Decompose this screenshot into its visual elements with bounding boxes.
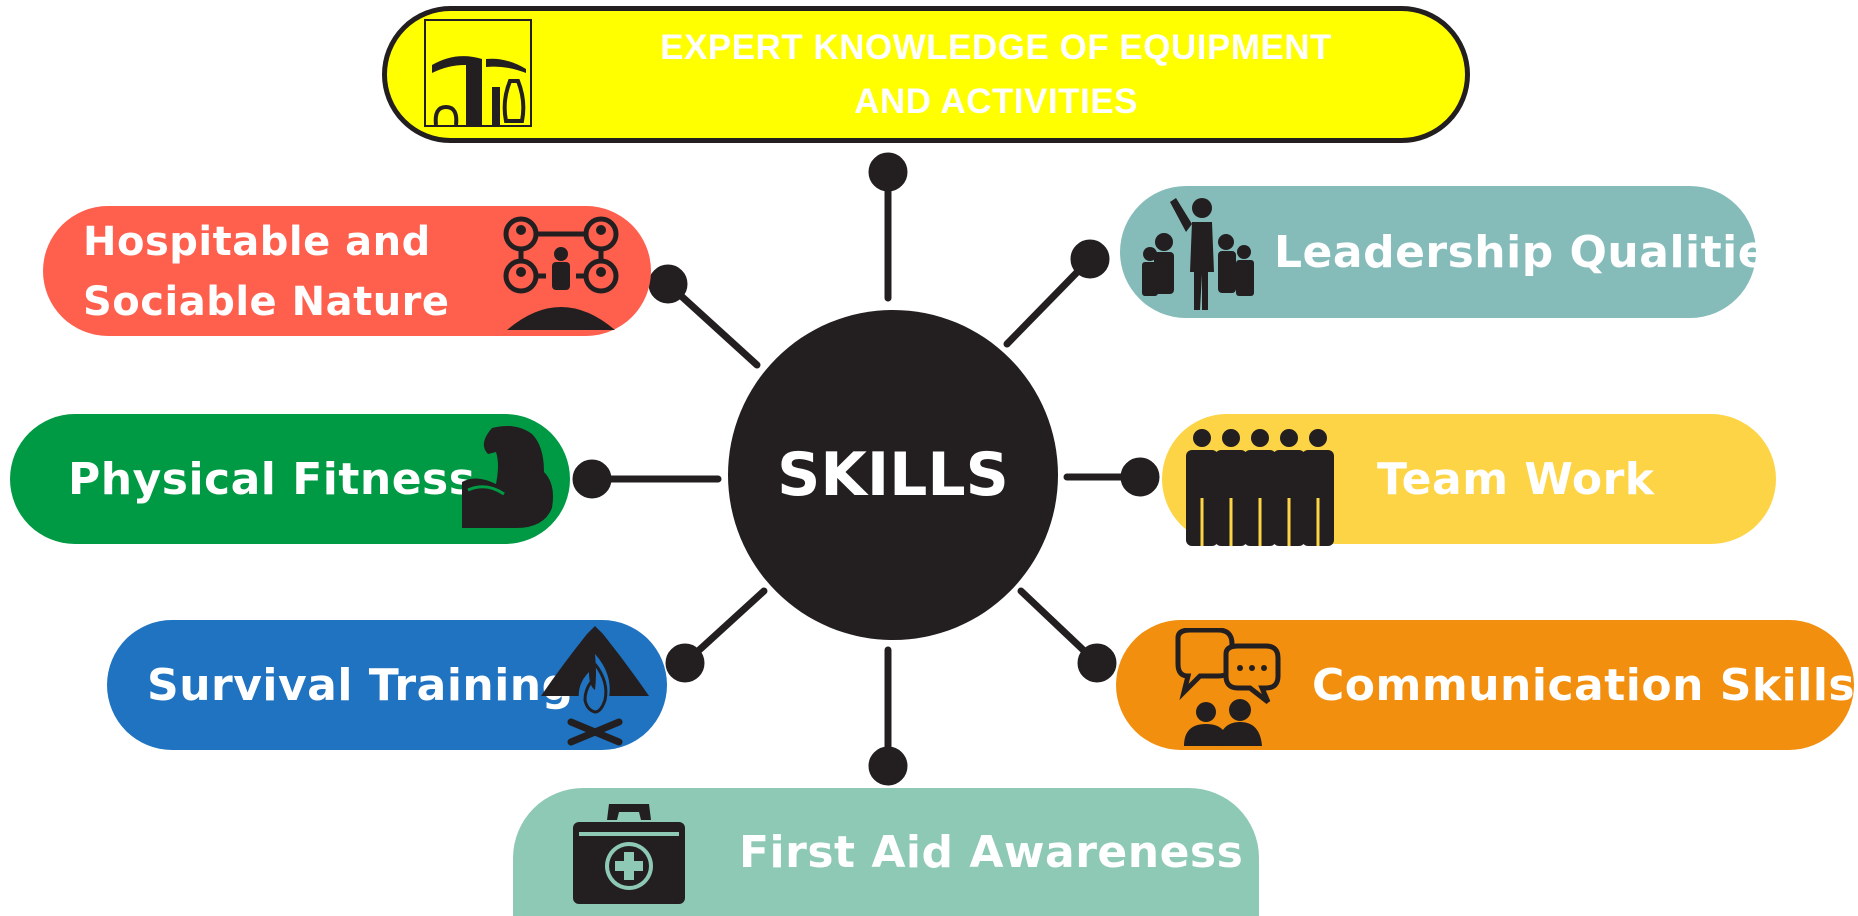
connector-dot-right	[1120, 457, 1160, 497]
node-team-work: Team Work	[1162, 414, 1776, 546]
connector-top-right	[1003, 255, 1094, 348]
node-physical-fitness: Physical Fitness	[10, 414, 570, 544]
connector-dot-top-right	[1070, 239, 1110, 279]
connector-dot-top-left	[648, 264, 688, 304]
flexed-bicep-icon	[456, 424, 566, 530]
first-aid-kit-icon	[571, 802, 687, 906]
node-expert-knowledge: EXPERT KNOWLEDGE OF EQUIPMENT AND ACTIVI…	[382, 6, 1470, 143]
chat-bubbles-icon	[1170, 627, 1282, 746]
connector-dot-left	[572, 459, 612, 499]
node-communication-skills: Communication Skills	[1116, 620, 1856, 750]
connector-dot-top	[868, 152, 908, 192]
node-first-aid-awareness: First Aid Awareness	[513, 788, 1259, 916]
tent-campfire-icon	[537, 624, 653, 746]
connector-dot-bottom-left	[665, 643, 705, 683]
leadership-label: Leadership Qualities	[1274, 226, 1795, 278]
skills-hub: SKILLS	[728, 310, 1058, 640]
first-aid-label: First Aid Awareness	[739, 826, 1244, 878]
expert-label-line1: EXPERT KNOWLEDGE OF EQUIPMENT	[660, 27, 1332, 67]
team-people-icon	[1180, 428, 1342, 546]
leader-group-icon	[1142, 192, 1256, 312]
team-work-label: Team Work	[1377, 453, 1655, 505]
expert-label-line2: AND ACTIVITIES	[854, 81, 1138, 121]
hub-label: SKILLS	[777, 440, 1009, 510]
connector-dot-bottom	[868, 746, 908, 786]
hospitable-label-line1: Hospitable and	[83, 219, 431, 265]
node-survival-training: Survival Training	[107, 620, 667, 750]
social-network-icon	[501, 214, 621, 330]
survival-training-label: Survival Training	[147, 659, 574, 711]
hospitable-label-line2: Sociable Nature	[83, 279, 450, 325]
node-leadership-qualities: Leadership Qualities	[1120, 186, 1794, 318]
connector-dot-bottom-right	[1077, 643, 1117, 683]
physical-fitness-label: Physical Fitness	[68, 453, 476, 505]
communication-label: Communication Skills	[1312, 659, 1856, 711]
climbing-gear-icon	[424, 19, 532, 127]
connector-top-left	[664, 280, 761, 369]
node-hospitable-sociable: Hospitable and Sociable Nature	[43, 206, 651, 336]
